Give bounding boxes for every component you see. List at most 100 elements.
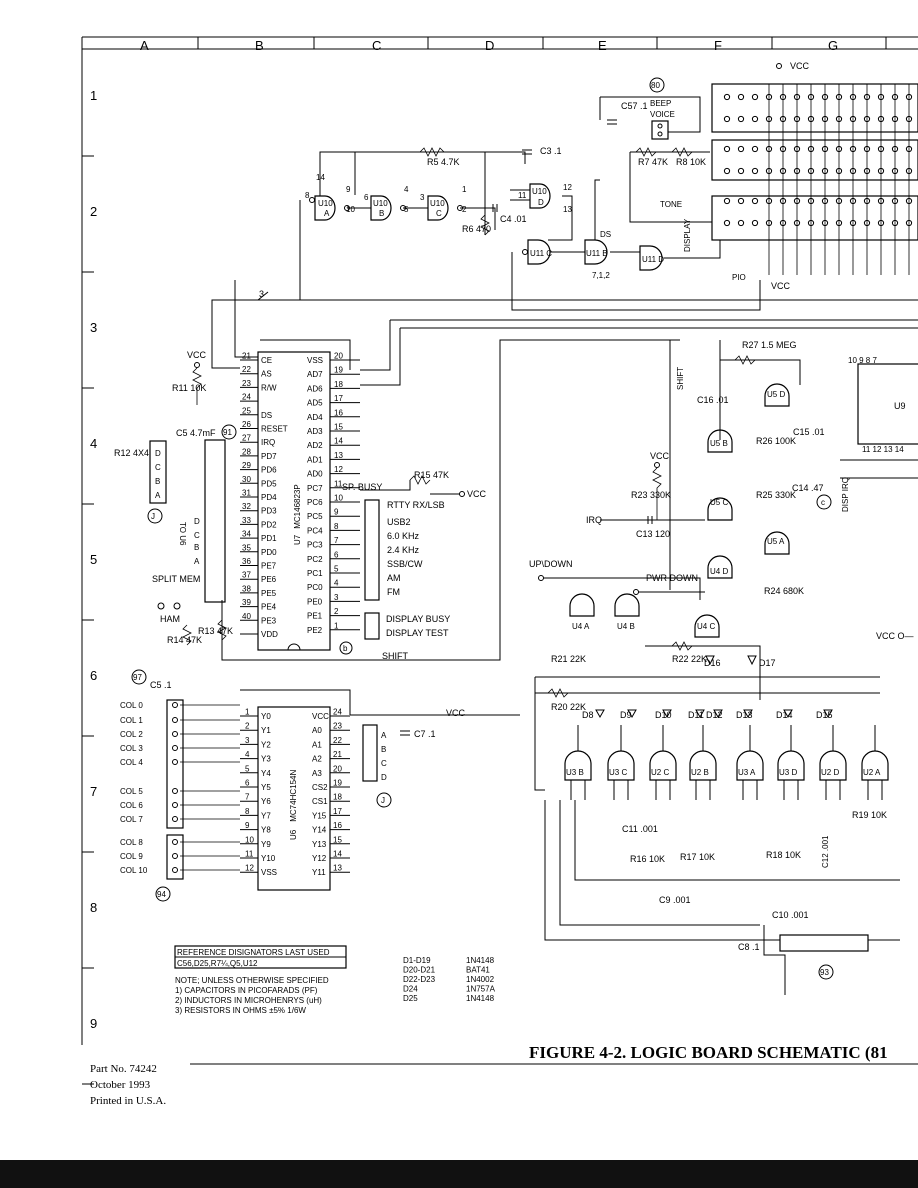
svg-text:U10: U10 bbox=[430, 199, 445, 208]
u6-pin-name: Y11 bbox=[312, 868, 326, 877]
svg-text:11: 11 bbox=[518, 191, 527, 200]
svg-text:R15 47K: R15 47K bbox=[414, 470, 449, 480]
u7-right-pins: 20VSS19AD718AD617AD516AD415AD314AD213AD1… bbox=[307, 352, 360, 635]
up-down-label: UP\DOWN bbox=[529, 559, 573, 569]
u7-pin-number: 4 bbox=[334, 579, 339, 588]
u6-pin-name: VCC bbox=[312, 712, 329, 721]
ham-label: HAM bbox=[160, 614, 180, 624]
svg-text:R11 10K: R11 10K bbox=[172, 383, 206, 393]
u7-pin-number: 1 bbox=[334, 621, 339, 630]
u6-pin-name: Y10 bbox=[261, 854, 276, 863]
svg-text:U11 B: U11 B bbox=[586, 249, 608, 258]
u7-pin-name: VDD bbox=[261, 630, 278, 639]
svg-text:C57 .1: C57 .1 bbox=[621, 101, 648, 111]
u6-pin-number: 6 bbox=[245, 779, 250, 788]
u7-pin-number: 27 bbox=[242, 434, 251, 443]
connector-80 bbox=[649, 77, 665, 93]
u7-pin-number: 12 bbox=[334, 465, 343, 474]
svg-text:B: B bbox=[379, 209, 384, 218]
u6-pin-number: 9 bbox=[245, 821, 250, 830]
u6-pin-number: 12 bbox=[245, 864, 254, 873]
u7-pin-name: PD7 bbox=[261, 452, 277, 461]
row-label: 6 bbox=[90, 668, 97, 683]
row-label: 4 bbox=[90, 436, 97, 451]
row-label: 9 bbox=[90, 1016, 97, 1031]
u7-pin-number: 34 bbox=[242, 530, 251, 539]
svg-text:11 12 13 14: 11 12 13 14 bbox=[862, 445, 904, 454]
col-label: COL 4 bbox=[120, 758, 143, 767]
svg-text:R24 680K: R24 680K bbox=[764, 586, 804, 596]
u7-pin-name: PD2 bbox=[261, 520, 277, 529]
svg-text:D: D bbox=[381, 773, 387, 782]
u6-pin-name: Y5 bbox=[261, 783, 271, 792]
diode-part: 1N4002 bbox=[466, 975, 495, 984]
u9-chip-partial: U9 10 9 8 7 11 12 13 14 VCC O— bbox=[840, 356, 918, 641]
svg-text:R27 1.5 MEG: R27 1.5 MEG bbox=[742, 340, 797, 350]
u7-pin-name: PC7 bbox=[307, 484, 323, 493]
u7-pin-number: 25 bbox=[242, 406, 251, 415]
svg-text:93: 93 bbox=[820, 968, 829, 977]
u6-pin-name: A0 bbox=[312, 726, 322, 735]
note-line: 3) RESISTORS IN OHMS ±5% 1/6W bbox=[175, 1006, 306, 1015]
footer-part-no: Part No. 74242 bbox=[90, 1063, 157, 1075]
u7-pin-number: 7 bbox=[334, 536, 339, 545]
svg-text:C5 .1: C5 .1 bbox=[150, 680, 172, 690]
svg-text:DISPLAY TEST: DISPLAY TEST bbox=[386, 628, 449, 638]
u7-pin-number: 29 bbox=[242, 461, 251, 470]
row-label: 7 bbox=[90, 784, 97, 799]
r6-resistor: R6 470 bbox=[462, 214, 491, 236]
row-label: 2 bbox=[90, 204, 97, 219]
svg-text:VCC O—: VCC O— bbox=[876, 631, 914, 641]
connector-pin bbox=[737, 115, 745, 123]
row-label: 8 bbox=[90, 900, 97, 915]
svg-text:13: 13 bbox=[563, 205, 572, 214]
u7-pin-name: PE6 bbox=[261, 575, 277, 584]
u7-pin-number: 10 bbox=[334, 494, 343, 503]
c3-label: C3 .1 bbox=[540, 146, 562, 156]
u7-pin-number: 21 bbox=[242, 352, 251, 361]
u6-pin-number: 18 bbox=[333, 793, 342, 802]
svg-text:2: 2 bbox=[462, 205, 467, 214]
svg-text:6.0 KHz: 6.0 KHz bbox=[387, 531, 420, 541]
row-label: 5 bbox=[90, 552, 97, 567]
svg-text:R26 100K: R26 100K bbox=[756, 436, 796, 446]
col-label: COL 0 bbox=[120, 701, 143, 710]
u7-pin-number: 31 bbox=[242, 489, 251, 498]
svg-text:R12 4X47K: R12 4X47K bbox=[114, 448, 160, 458]
svg-text:B: B bbox=[194, 543, 199, 552]
diode-ref: D24 bbox=[403, 985, 418, 994]
gate-label: U3 A bbox=[738, 768, 756, 777]
col-label: COL 8 bbox=[120, 838, 143, 847]
u6-pin-number: 8 bbox=[245, 807, 250, 816]
svg-text:C: C bbox=[194, 531, 200, 540]
u6-pin-number: 19 bbox=[333, 779, 342, 788]
reference-box-header: REFERENCE DISIGNATORS LAST USED bbox=[177, 948, 330, 957]
connector-pin bbox=[751, 145, 759, 153]
u7-pin-name: R/W bbox=[261, 383, 277, 392]
svg-text:U5 A: U5 A bbox=[767, 537, 785, 546]
u6-pin-number: 24 bbox=[333, 708, 342, 717]
svg-text:SHIFT: SHIFT bbox=[676, 367, 685, 390]
u7-pin-number: 36 bbox=[242, 557, 251, 566]
svg-text:c: c bbox=[821, 498, 825, 507]
u7-pin-name: DS bbox=[261, 411, 272, 420]
svg-text:1: 1 bbox=[462, 185, 467, 194]
c4-label: C4 .01 bbox=[500, 214, 527, 224]
u7-pin-name: PC1 bbox=[307, 569, 323, 578]
u7-pin-name: AD0 bbox=[307, 470, 323, 479]
svg-text:R17 10K: R17 10K bbox=[680, 852, 715, 862]
diode-label: D11 bbox=[688, 710, 704, 720]
svg-text:U4 B: U4 B bbox=[617, 622, 635, 631]
diode-ref: D1-D19 bbox=[403, 956, 431, 965]
diode-label: D13 bbox=[736, 710, 753, 720]
u7-pin-number: 26 bbox=[242, 420, 251, 429]
u7-pin-name: AD7 bbox=[307, 370, 323, 379]
svg-text:4: 4 bbox=[404, 185, 409, 194]
u7-pin-name: PD4 bbox=[261, 493, 277, 502]
column-label: B bbox=[255, 38, 264, 53]
svg-text:D17: D17 bbox=[759, 658, 776, 668]
u6-pin-name: CS2 bbox=[312, 783, 328, 792]
diode-part: 1N4148 bbox=[466, 956, 495, 965]
